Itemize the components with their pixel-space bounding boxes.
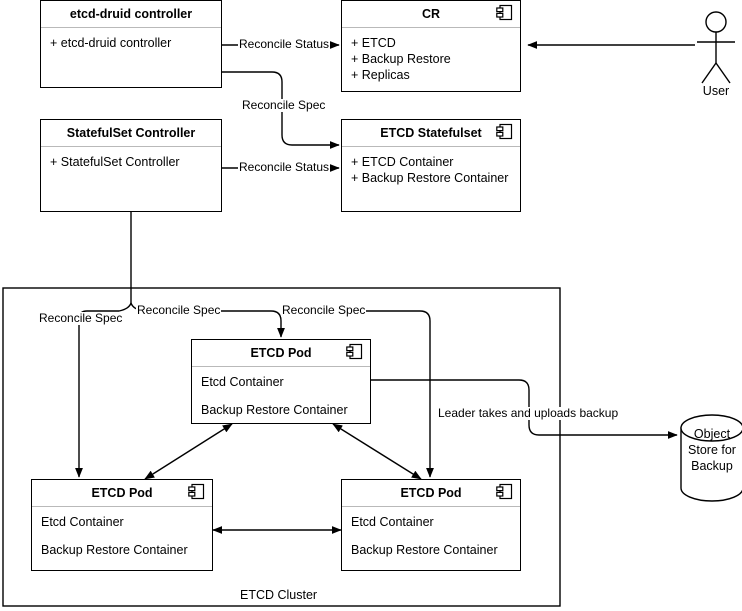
- uml-component-icon: [496, 123, 513, 143]
- uml-component-icon: [188, 483, 205, 503]
- edge-pod-top-to-pod-left: [144, 423, 233, 480]
- node-item: + StatefulSet Controller: [50, 155, 180, 169]
- edge-pod-top-to-pod-right: [332, 423, 422, 480]
- node-item: Etcd Container: [351, 515, 434, 529]
- node-item: + Backup Restore Container: [351, 171, 509, 185]
- node-title: etcd-druid controller: [69, 7, 193, 21]
- node-body: Etcd Container Backup Restore Container: [32, 507, 212, 558]
- edge-label-druid-to-statefulset: Reconcile Spec: [241, 98, 327, 112]
- node-body: + ETCD + Backup Restore + Replicas: [342, 28, 520, 83]
- node-etcd-pod-left[interactable]: ETCD Pod Etcd Container Backup Restore C…: [31, 479, 213, 571]
- node-header: ETCD Pod: [342, 480, 520, 507]
- node-title: ETCD Pod: [400, 486, 462, 500]
- object-store-label-line2: Store for: [688, 443, 736, 457]
- node-title: ETCD Pod: [250, 346, 312, 360]
- node-title: ETCD Statefulset: [380, 126, 482, 140]
- user-actor-label: User: [702, 84, 730, 98]
- node-title: ETCD Pod: [91, 486, 153, 500]
- node-etcd-pod-top[interactable]: ETCD Pod Etcd Container Backup Restore C…: [191, 339, 371, 424]
- node-body: + etcd-druid controller: [41, 28, 221, 51]
- edge-label-spec-to-pod-right: Reconcile Spec: [281, 303, 367, 317]
- edge-label-sscontroller-to-statefulset: Reconcile Status: [238, 160, 331, 174]
- node-header: StatefulSet Controller: [41, 120, 221, 147]
- node-statefulset-controller[interactable]: StatefulSet Controller + StatefulSet Con…: [40, 119, 222, 212]
- node-item: Backup Restore Container: [201, 403, 348, 417]
- object-store-label-line3: Backup: [691, 459, 733, 473]
- node-item: Backup Restore Container: [351, 543, 498, 557]
- edge-label-spec-to-pod-left: Reconcile Spec: [38, 311, 124, 325]
- uml-component-icon: [496, 483, 513, 503]
- uml-component-icon: [496, 4, 513, 24]
- edge-spec-to-pod-right: [281, 310, 434, 478]
- node-item: Backup Restore Container: [41, 543, 188, 557]
- node-etcd-statefulset[interactable]: ETCD Statefulset + ETCD Container + Back…: [341, 119, 521, 212]
- node-header: CR: [342, 1, 520, 28]
- edge-label-druid-to-cr: Reconcile Status: [238, 37, 331, 51]
- object-store-cylinder: [680, 414, 742, 502]
- node-etcd-pod-right[interactable]: ETCD Pod Etcd Container Backup Restore C…: [341, 479, 521, 571]
- uml-component-icon: [346, 343, 363, 363]
- node-header: ETCD Pod: [32, 480, 212, 507]
- node-body: Etcd Container Backup Restore Container: [192, 367, 370, 418]
- node-body: + StatefulSet Controller: [41, 147, 221, 170]
- node-title: CR: [421, 7, 441, 21]
- etcd-cluster-label: ETCD Cluster: [240, 588, 318, 602]
- object-store-label-line1: Object: [693, 427, 731, 441]
- node-cr[interactable]: CR + ETCD + Backup Restore + Replicas: [341, 0, 521, 92]
- node-item: + etcd-druid controller: [50, 36, 172, 50]
- node-item: + ETCD Container: [351, 155, 454, 169]
- node-header: etcd-druid controller: [41, 1, 221, 28]
- node-item: Etcd Container: [41, 515, 124, 529]
- node-etcd-druid-controller[interactable]: etcd-druid controller + etcd-druid contr…: [40, 0, 222, 88]
- user-actor-icon: [697, 11, 735, 84]
- node-item: + Replicas: [351, 68, 410, 82]
- node-item: Etcd Container: [201, 375, 284, 389]
- node-body: Etcd Container Backup Restore Container: [342, 507, 520, 558]
- node-header: ETCD Pod: [192, 340, 370, 367]
- node-item: + Backup Restore: [351, 52, 451, 66]
- node-header: ETCD Statefulset: [342, 120, 520, 147]
- node-body: + ETCD Container + Backup Restore Contai…: [342, 147, 520, 186]
- edge-spec-to-pod-top: [130, 302, 285, 338]
- node-item: + ETCD: [351, 36, 396, 50]
- object-store-label: Object Store for Backup: [677, 426, 742, 474]
- edge-label-pod-to-store: Leader takes and uploads backup: [437, 406, 620, 420]
- node-title: StatefulSet Controller: [66, 126, 196, 140]
- edge-label-spec-to-pod-top: Reconcile Spec: [136, 303, 222, 317]
